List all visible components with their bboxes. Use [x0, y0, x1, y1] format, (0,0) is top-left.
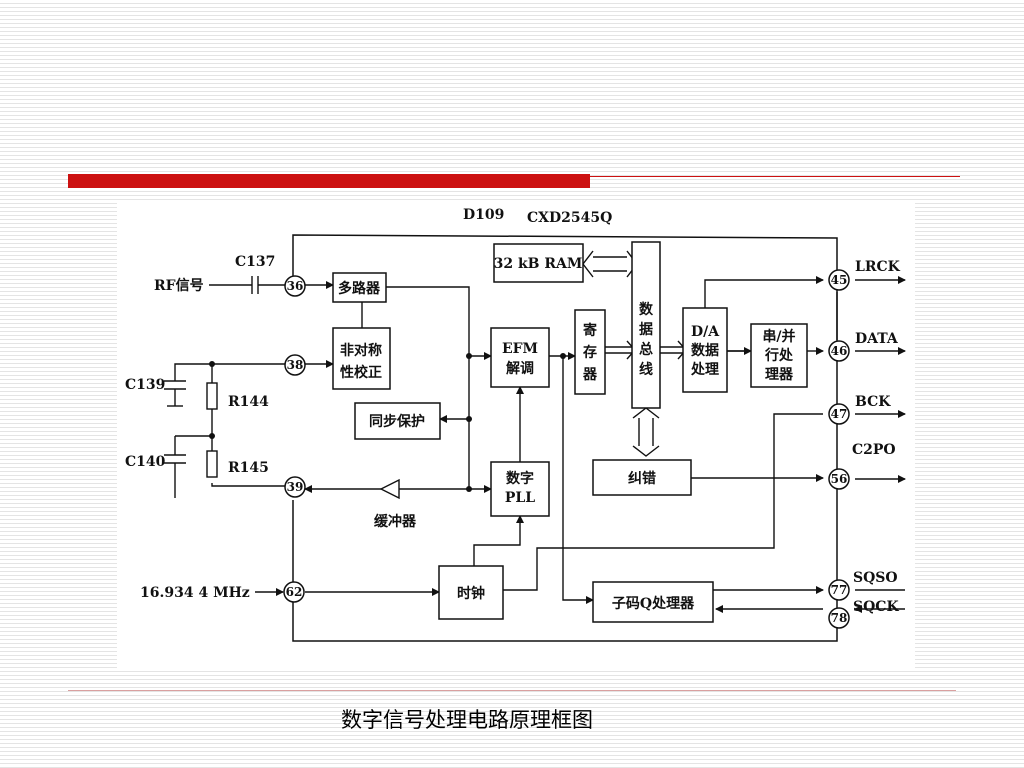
- buffer-symbol: [379, 478, 400, 500]
- sqck-label: SQCK: [853, 599, 899, 615]
- register-label-2: 存: [583, 344, 597, 361]
- efm-block-label-2: 解调: [506, 360, 534, 377]
- title-accent-bar: [68, 174, 590, 188]
- register-label-3: 器: [582, 367, 598, 383]
- c140-label: C140: [125, 454, 166, 470]
- chip-id: D109: [463, 207, 504, 223]
- register-label-1: 寄: [583, 322, 597, 339]
- junctions: [209, 353, 566, 492]
- bus-label-1: 数: [639, 301, 654, 318]
- pin-56: 56: [831, 472, 848, 486]
- sp-block-label-3: 理器: [765, 367, 794, 383]
- lrck-label: LRCK: [855, 259, 901, 275]
- blocks: [332, 241, 808, 623]
- da-block-label-1: D/A: [691, 324, 720, 340]
- block-diagram-figure: D109 CXD2545Q: [117, 200, 915, 668]
- mux-block-label: 多路器: [338, 280, 381, 297]
- bus-label-4: 线: [639, 361, 653, 378]
- title-accent-line: [590, 176, 960, 177]
- pin-circles: [283, 269, 850, 629]
- pll-block-label-1: 数字: [506, 470, 534, 487]
- wires: [164, 250, 906, 613]
- resistor-r144: [206, 382, 218, 410]
- c139-label: C139: [125, 377, 165, 393]
- sp-block-label-2: 行处: [764, 347, 794, 364]
- resistor-r145: [206, 450, 218, 478]
- figure-caption: 数字信号处理电路原理框图: [341, 708, 593, 732]
- sqso-label: SQSO: [853, 570, 898, 586]
- da-block-label-2: 数据: [691, 342, 719, 359]
- asym-block-label-2: 性校正: [340, 364, 382, 381]
- c2po-label: C2PO: [852, 442, 896, 458]
- ram-block-label: 32 kB RAM: [494, 256, 583, 272]
- pll-block-label-2: PLL: [505, 490, 535, 506]
- pin-36: 36: [287, 279, 304, 293]
- pin-46: 46: [831, 344, 848, 358]
- chip-model: CXD2545Q: [527, 210, 612, 226]
- pin-62: 62: [286, 585, 303, 599]
- r144-label: R144: [228, 394, 269, 410]
- pin-39: 39: [287, 480, 304, 494]
- subq-block-label: 子码Q处理器: [612, 595, 695, 612]
- oscillator-label: 16.934 4 MHz: [140, 585, 250, 601]
- sync-block-label: 同步保护: [369, 413, 425, 430]
- r145-label: R145: [228, 460, 269, 476]
- rf-input-label: RF信号: [154, 277, 204, 294]
- sp-block-label-1: 串/并: [762, 328, 795, 345]
- pin-78: 78: [831, 611, 848, 625]
- data-label: DATA: [855, 331, 899, 347]
- clock-block-label: 时钟: [457, 585, 485, 602]
- footer-divider: [68, 690, 956, 691]
- pin-77: 77: [831, 583, 848, 597]
- buffer-label: 缓冲器: [374, 513, 417, 530]
- ecc-block-label: 纠错: [628, 470, 656, 487]
- pin-45: 45: [831, 273, 848, 287]
- bus-label-3: 总: [639, 341, 653, 358]
- pin-38: 38: [287, 358, 304, 372]
- block-diagram: D109 CXD2545Q: [125, 207, 906, 642]
- da-block-label-3: 处理: [690, 361, 719, 378]
- bck-label: BCK: [855, 394, 891, 410]
- bus-label-2: 据: [639, 321, 653, 338]
- asym-block-label-1: 非对称: [340, 342, 382, 359]
- pin-47: 47: [831, 407, 848, 421]
- c137-label: C137: [235, 254, 275, 270]
- efm-block-label-1: EFM: [502, 341, 538, 357]
